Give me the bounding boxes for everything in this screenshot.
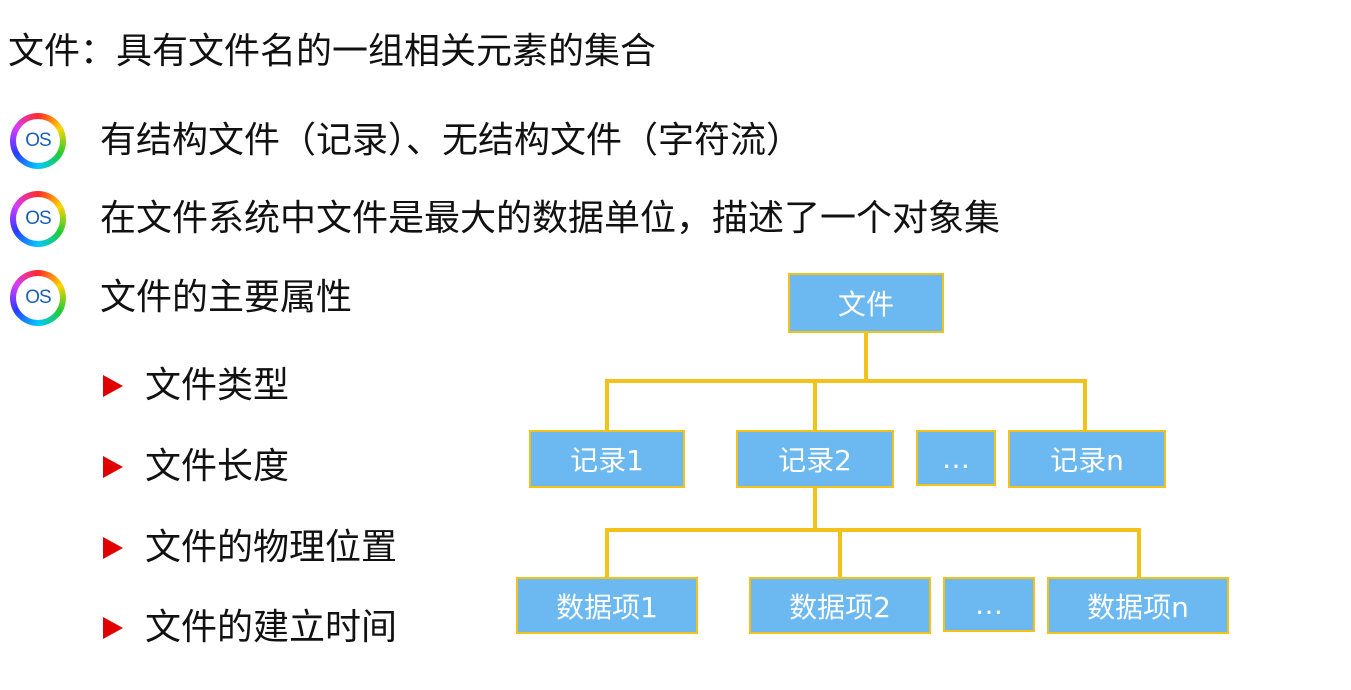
os-badge-label: OS bbox=[16, 197, 60, 241]
os-badge-label: OS bbox=[16, 276, 60, 320]
node-record-2: 记录2 bbox=[736, 430, 894, 488]
os-icon: OS bbox=[10, 113, 66, 169]
sub-bullet-file-length: 文件长度 bbox=[103, 442, 289, 492]
node-data-item-1: 数据项1 bbox=[516, 577, 698, 634]
arrow-bullet-icon bbox=[103, 617, 123, 639]
bullet-largest-unit: OS 在文件系统中文件是最大的数据单位，描述了一个对象集 bbox=[10, 187, 1000, 251]
sub-bullet-text: 文件的建立时间 bbox=[145, 607, 398, 648]
node-record-ellipsis: … bbox=[916, 430, 996, 486]
bullet-structured-files: OS 有结构文件（记录）、无结构文件（字符流） bbox=[10, 109, 802, 173]
os-badge-label: OS bbox=[16, 119, 60, 163]
sub-bullet-text: 文件类型 bbox=[145, 365, 290, 406]
arrow-bullet-icon bbox=[103, 375, 123, 397]
node-data-item-2: 数据项2 bbox=[749, 577, 931, 634]
node-data-item-ellipsis: … bbox=[943, 577, 1035, 632]
os-icon: OS bbox=[10, 191, 66, 247]
bullet-main-attributes: OS 文件的主要属性 bbox=[10, 266, 352, 330]
bullet-text: 有结构文件（记录）、无结构文件（字符流） bbox=[100, 120, 803, 161]
node-record-n: 记录n bbox=[1008, 430, 1166, 488]
node-record-1: 记录1 bbox=[529, 430, 685, 488]
sub-bullet-text: 文件长度 bbox=[145, 446, 290, 487]
bullet-text: 在文件系统中文件是最大的数据单位，描述了一个对象集 bbox=[100, 198, 1001, 239]
sub-bullet-physical-location: 文件的物理位置 bbox=[103, 523, 397, 573]
node-file-root: 文件 bbox=[788, 273, 944, 333]
bullet-text: 文件的主要属性 bbox=[100, 277, 353, 318]
sub-bullet-creation-time: 文件的建立时间 bbox=[103, 603, 397, 653]
sub-bullet-text: 文件的物理位置 bbox=[145, 527, 398, 568]
slide-title: 文件：具有文件名的一组相关元素的集合 bbox=[8, 31, 657, 72]
arrow-bullet-icon bbox=[103, 456, 123, 478]
sub-bullet-file-type: 文件类型 bbox=[103, 361, 289, 411]
node-data-item-n: 数据项n bbox=[1047, 577, 1229, 634]
arrow-bullet-icon bbox=[103, 537, 123, 559]
os-icon: OS bbox=[10, 270, 66, 326]
